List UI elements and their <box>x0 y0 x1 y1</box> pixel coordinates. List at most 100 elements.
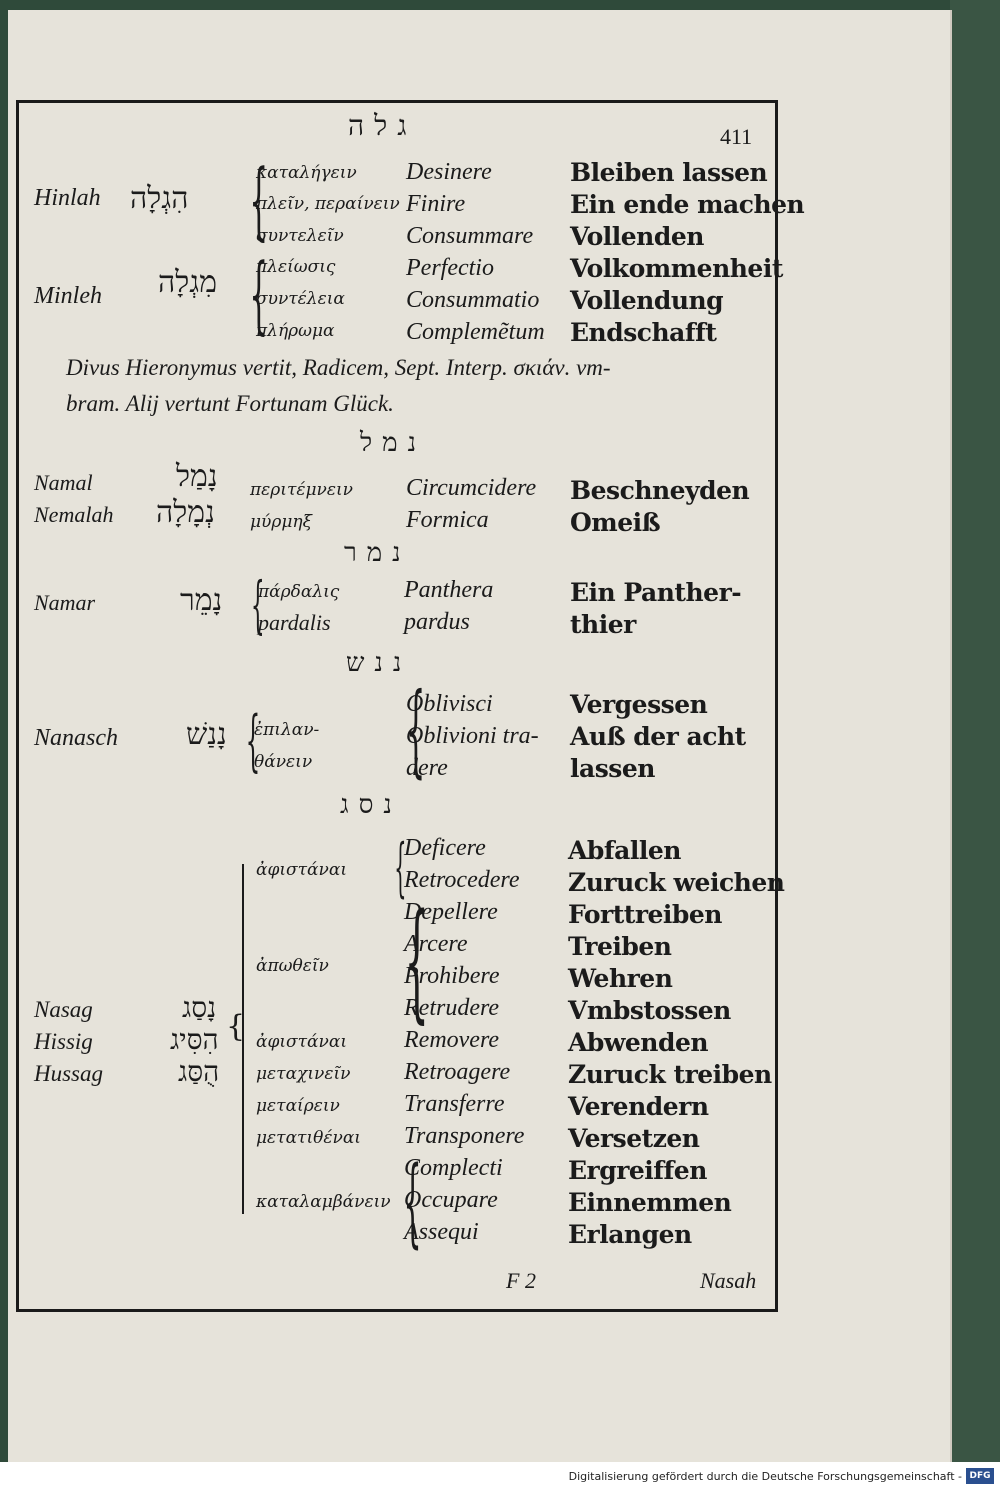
greek-nanasch-1: ἐπιλαν- <box>254 720 320 740</box>
german-2: Ein ende machen <box>570 190 805 219</box>
section-header-namar: נמר <box>344 538 411 568</box>
german-nasag-4: Treiben <box>568 932 672 961</box>
brace-nasag-b: { <box>404 887 429 1036</box>
catchword: Nasah <box>700 1268 757 1293</box>
brace-namar: { <box>250 568 265 641</box>
german-nasag-3: Forttreiben <box>568 900 722 929</box>
latin-2: Finire <box>406 191 466 217</box>
latin-4: Perfectio <box>406 255 494 281</box>
brace-hinlah: { <box>249 151 269 249</box>
running-head-hebrew: גלה <box>348 109 417 142</box>
latin-nanasch-1: Oblivisci <box>406 691 493 717</box>
german-nanasch-1: Vergessen <box>570 690 708 719</box>
german-nasag-6: Vmbstossen <box>568 996 731 1025</box>
latin-namar-2: pardus <box>404 609 470 635</box>
latin-namar-1: Panthera <box>404 577 494 603</box>
dfg-logo[interactable]: DFG <box>966 1468 994 1484</box>
greek-nasag-6: μετατιθέναι <box>256 1128 361 1148</box>
scan-edge <box>950 0 1000 1462</box>
greek-namar-1: πάρδαλις <box>258 582 340 602</box>
latin-nasag-13: Assequi <box>404 1219 479 1245</box>
page-number: 411 <box>720 124 753 149</box>
german-5: Vollendung <box>570 286 724 315</box>
greek-nanasch-2: θάνειν <box>254 752 313 772</box>
greek-2: πλεῖν, περαίνειν <box>256 194 400 214</box>
german-nasag-5: Wehren <box>568 964 673 993</box>
latin-3: Consummare <box>406 223 534 249</box>
book-page <box>8 10 952 1462</box>
hebrew-namal: נָמַל <box>176 459 218 494</box>
page-frame <box>16 100 778 1312</box>
latin-nasag-8: Retroagere <box>404 1059 511 1085</box>
latin-nasag-2: Retrocedere <box>404 867 520 893</box>
german-namar-1: Ein Panther- <box>570 578 742 607</box>
german-nasag-10: Versetzen <box>568 1124 700 1153</box>
translit-nasag: Nasag <box>34 997 93 1022</box>
german-nasag-1: Abfallen <box>568 836 681 865</box>
digitization-credit: Digitalisierung gefördert durch die Deut… <box>568 1470 962 1483</box>
german-nasag-13: Erlangen <box>568 1220 692 1249</box>
german-6: Endschafft <box>570 318 717 347</box>
greek-nasag-4: μεταχινεῖν <box>256 1064 351 1084</box>
greek-nasag-5: μεταίρειν <box>256 1096 340 1116</box>
greek-nasag-1: ἀφιστάναι <box>256 860 348 880</box>
hebrew-hissig: הִסִּיג <box>170 1023 219 1056</box>
hebrew-hussag: הֻסַּג <box>178 1055 220 1088</box>
brace-nanasch: { <box>245 702 261 779</box>
section-header-nanasch: ננש <box>346 648 412 678</box>
german-nasag-2: Zuruck weichen <box>568 868 785 897</box>
latin-nasag-1: Deficere <box>404 835 486 861</box>
brace-nasag-a: { <box>394 831 407 905</box>
translit-namal: Namal <box>34 470 93 495</box>
german-nanasch-2: Auß der acht <box>570 722 746 751</box>
latin-1: Desinere <box>406 159 492 185</box>
latin-nasag-4: Arcere <box>404 931 468 957</box>
translit-namar: Namar <box>34 590 96 615</box>
greek-1: καταλήγειν <box>256 163 357 183</box>
translit-hinlah: Hinlah <box>34 185 101 211</box>
greek-4: πλείωσις <box>256 257 336 277</box>
latin-5: Consummatio <box>406 287 540 313</box>
latin-nanasch-2: Oblivioni tra- <box>406 723 539 749</box>
german-nasag-8: Zuruck treiben <box>568 1060 772 1089</box>
german-1: Bleiben lassen <box>570 158 768 187</box>
german-4: Volkommenheit <box>570 254 783 283</box>
latin-nasag-3: Depellere <box>404 899 498 925</box>
note-line-1: Divus Hieronymus vertit, Radicem, Sept. … <box>66 355 611 380</box>
latin-nasag-9: Transferre <box>404 1091 505 1117</box>
nasag-bracket-line <box>242 864 244 1214</box>
german-namar-2: thier <box>570 610 636 639</box>
german-nemalah: Omeiß <box>570 508 661 537</box>
greek-3: συντελεῖν <box>256 226 344 246</box>
hebrew-nasag: נָסַג <box>182 991 217 1024</box>
latin-nasag-12: Occupare <box>404 1187 498 1213</box>
german-nasag-11: Ergreiffen <box>568 1156 707 1185</box>
greek-namar-2: pardalis <box>258 610 331 635</box>
brace-nanasch-latin: { <box>406 671 426 788</box>
translit-nemalah: Nemalah <box>34 502 114 527</box>
latin-nasag-7: Removere <box>404 1027 500 1053</box>
translit-minleh: Minleh <box>34 283 102 309</box>
greek-6: πλήρωμα <box>256 321 335 341</box>
hebrew-hinlah: הִגְלָה <box>130 181 189 216</box>
translit-hissig: Hissig <box>34 1029 93 1054</box>
hebrew-minleh: מִגְלָה <box>158 265 217 300</box>
german-3: Vollenden <box>570 222 704 251</box>
section-header-namal: נמל <box>360 428 427 458</box>
latin-nemalah: Formica <box>406 507 489 533</box>
hebrew-nemalah: נְמָלָה <box>156 495 215 530</box>
greek-nemalah: μύρμηξ <box>250 512 312 532</box>
latin-nanasch-3: dere <box>406 755 448 781</box>
translit-hussag: Hussag <box>34 1061 104 1086</box>
greek-namal: περιτέμνειν <box>250 480 353 500</box>
latin-nasag-11: Complecti <box>404 1155 503 1181</box>
latin-6: Complemẽtum <box>406 319 545 345</box>
greek-nasag-3: ἀφιστάναι <box>256 1032 348 1052</box>
note-line-2: bram. Alij vertunt Fortunam Glück. <box>66 391 394 416</box>
digitization-footer: Digitalisierung gefördert durch die Deut… <box>0 1462 1000 1492</box>
section-header-nasag: נסג <box>340 790 402 820</box>
hebrew-namar: נָמֵר <box>180 583 223 618</box>
german-namal: Beschneyden <box>570 476 750 505</box>
greek-5: συντέλεια <box>256 289 345 309</box>
latin-nasag-6: Retrudere <box>404 995 500 1021</box>
